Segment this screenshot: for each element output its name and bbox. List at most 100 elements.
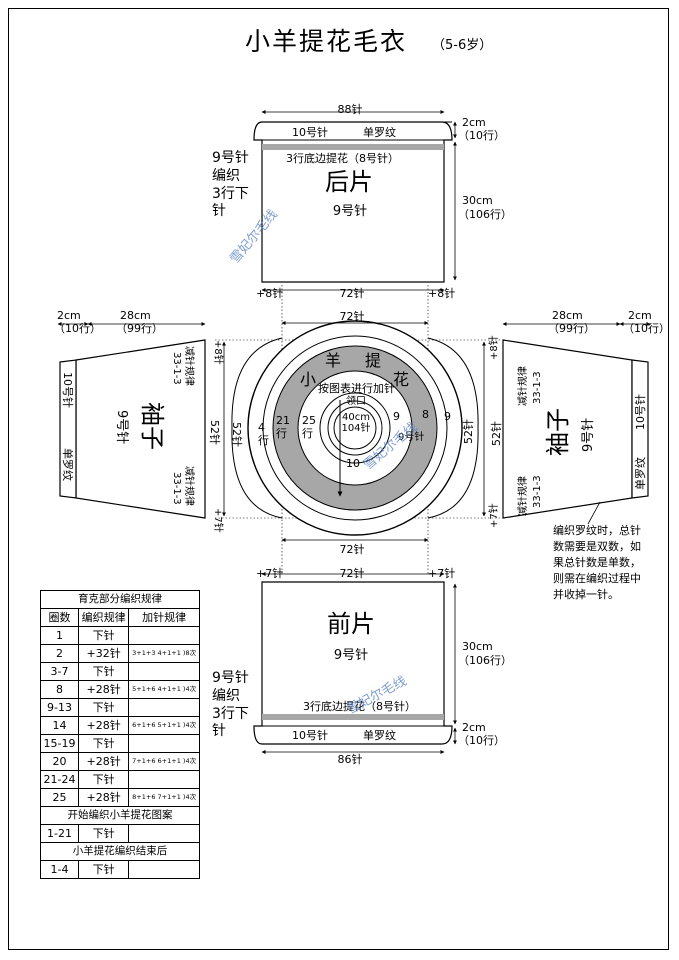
right-dec-label-bottom: 减针规律: [516, 476, 529, 516]
front-needle: 9号针: [334, 648, 368, 663]
table-cell: 下针: [77, 662, 130, 681]
right-length-rows: （99行）: [548, 322, 595, 335]
table-cell: 25: [40, 788, 79, 807]
right-sleeve-name: 袖子: [544, 408, 572, 456]
table-cell: 6+1+6 5+1+1 )4次: [128, 716, 200, 735]
left-cuff-rows: （10行）: [54, 322, 101, 335]
table-cell: 下针: [77, 824, 130, 843]
front-side-note-2: 编织: [212, 688, 240, 704]
table-cell: 下针: [77, 734, 130, 753]
front-rib-height: 2cm: [462, 721, 486, 734]
back-bottom-band: 3行底边提花（8号针）: [286, 151, 399, 165]
left-top-plus: +8针: [212, 340, 225, 365]
back-rib-needle: 10号针: [292, 125, 328, 139]
right-bottom-plus: +7针: [487, 503, 500, 528]
left-sleeve-needle: 9号针: [114, 410, 129, 444]
table-cell: [128, 626, 200, 645]
table-cell: 20: [40, 752, 79, 771]
table-cell: 7+1+6 6+1+1 )4次: [128, 752, 200, 771]
front-side-note-4: 针: [212, 723, 226, 739]
table-cell: +28针: [77, 680, 130, 699]
front-top-left: +7针: [256, 566, 283, 580]
yoke-neck-label: 领口: [346, 394, 366, 407]
right-top-plus: +8针: [487, 335, 500, 360]
table-section-end: 小羊提花编织结束后: [40, 842, 200, 861]
back-rib-label: 单罗纹: [363, 125, 396, 139]
back-bottom-right: +8针: [428, 286, 455, 300]
left-sleeve: [57, 322, 226, 519]
right-cuff-cm: 2cm: [628, 309, 652, 322]
back-side-note-1: 9号针: [212, 150, 249, 166]
right-sleeve-needle: 9号针: [581, 418, 596, 452]
table-cell: +28针: [77, 752, 130, 771]
back-needle: 9号针: [333, 204, 367, 219]
table-cell: +28针: [77, 716, 130, 735]
front-rib-rows: （10行）: [458, 734, 505, 747]
table-cell: 14: [40, 716, 79, 735]
left-length-rows: （99行）: [116, 322, 163, 335]
table-cell: 下针: [77, 860, 130, 879]
table-header: 加针规律: [128, 608, 200, 627]
yoke-needle-9: 9号针: [398, 430, 424, 443]
table-cell: 8: [40, 680, 79, 699]
yoke-row-25-hang: 行: [302, 427, 313, 440]
left-dec-rule-bottom: 33-1-3: [171, 472, 182, 505]
right-dec-rule-top: 33-1-3: [532, 371, 543, 404]
table-header: 圈数: [40, 608, 79, 627]
age-range: （5-6岁）: [432, 38, 493, 53]
yoke-top: 72针: [340, 309, 365, 323]
front-top-center: 72针: [340, 566, 365, 580]
front-side-note-1: 9号针: [212, 670, 249, 686]
back-height-cm: 30cm: [462, 194, 493, 207]
yoke-circle: [231, 320, 479, 542]
right-dec-label-top: 减针规律: [516, 366, 529, 406]
table-cell: 9-13: [40, 698, 79, 717]
front-bottom-band: 3行底边提花（8号针）: [303, 699, 416, 713]
table-cell: 3+1+3 4+1+1 )8次: [128, 644, 200, 663]
note-leader: [587, 501, 601, 525]
yoke-pattern-char-1: 小: [300, 370, 316, 389]
yoke-pattern-char-4: 花: [393, 370, 409, 389]
right-side-width: 52针: [489, 421, 503, 446]
table-cell: +32针: [77, 644, 130, 663]
yoke-pattern-char-2: 羊: [325, 351, 341, 370]
table-cell: [128, 770, 200, 789]
yoke-row-8: 8: [422, 408, 429, 421]
back-side-note-2: 编织: [212, 168, 240, 184]
back-rib-height: 2cm: [462, 116, 486, 129]
right-sleeve: [482, 322, 651, 519]
note-line-4: 则需在编织过程中: [553, 571, 641, 585]
right-cuff-rows: （10行）: [623, 322, 670, 335]
back-top-width: 88针: [338, 102, 363, 116]
left-rib-label: 单罗纹: [61, 448, 75, 481]
table-title: 育克部分编织规律: [40, 590, 200, 609]
table-cell: 8+1+6 7+1+1 )4次: [128, 788, 200, 807]
left-cuff-cm: 2cm: [57, 309, 81, 322]
back-side-note-3: 3行下: [212, 186, 249, 202]
left-length-cm: 28cm: [120, 309, 151, 322]
note-line-3: 果总针数是单数，: [553, 555, 641, 569]
table-cell: [128, 734, 200, 753]
back-side-note-4: 针: [212, 203, 226, 219]
yoke-row-9b: 9: [444, 410, 451, 423]
note-line-2: 数需要是双数，如: [553, 539, 641, 553]
table-cell: 15-19: [40, 734, 79, 753]
yoke-row-4: 4: [258, 421, 265, 434]
right-length-cm: 28cm: [552, 309, 583, 322]
table-cell: +28针: [77, 788, 130, 807]
table-cell: 1: [40, 626, 79, 645]
front-side-note-3: 3行下: [212, 706, 249, 722]
left-cuff-label: 10号针: [61, 372, 75, 408]
yoke-follow-chart: 按图表进行加针: [318, 381, 395, 395]
yoke-row-21: 21: [276, 414, 290, 427]
table-cell: 下针: [77, 698, 130, 717]
